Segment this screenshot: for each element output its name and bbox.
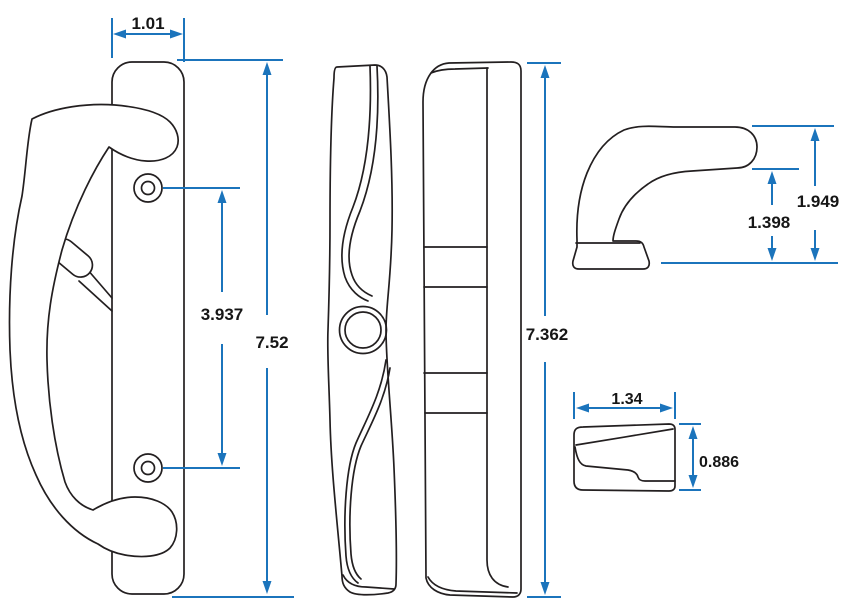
handle-profile-outline xyxy=(326,64,398,596)
pull-handle xyxy=(8,103,180,558)
lever-stem-line xyxy=(78,280,113,312)
dim-label-hole-spacing: 3.937 xyxy=(201,305,244,324)
dim-latch-width: 1.34 xyxy=(573,391,676,419)
backplate-face-edge-bottom xyxy=(427,576,518,594)
profile-contour-line xyxy=(341,65,372,302)
dim-exterior-handle-height: 1.949 xyxy=(661,125,840,264)
arrowhead-down-icon xyxy=(688,475,698,488)
dim-label-exterior-handle-height: 1.949 xyxy=(797,192,840,211)
profile-contour-line xyxy=(349,367,391,580)
dimensions: 1.01 7.52 3.937 xyxy=(111,14,840,598)
arrowhead-up-icon xyxy=(540,65,550,78)
arrowhead-up-icon xyxy=(262,62,272,75)
arrowhead-right-icon xyxy=(170,29,183,39)
spindle-hole-outer xyxy=(338,305,388,355)
dim-plate-height: 7.52 xyxy=(172,59,294,598)
backplate xyxy=(111,61,185,595)
dim-plate-width: 1.01 xyxy=(111,14,185,62)
dim-latch-height: 0.886 xyxy=(679,423,739,491)
arrowhead-right-icon xyxy=(660,403,673,413)
arrowhead-up-icon xyxy=(767,171,777,184)
backplate-profile-view xyxy=(422,61,522,598)
front-view xyxy=(8,61,185,595)
backplate-profile-outline xyxy=(422,61,522,598)
dim-profile-height: 7.362 xyxy=(526,62,569,598)
dim-label-profile-height: 7.362 xyxy=(526,325,569,344)
arrowhead-down-icon xyxy=(767,248,777,261)
profile-foot-line xyxy=(342,574,395,590)
screw-hole-bottom-inner xyxy=(140,460,156,476)
profile-contour-line xyxy=(344,359,387,584)
backplate-face-edge-top xyxy=(430,67,489,74)
exterior-handle-outline xyxy=(571,125,758,270)
arrowhead-down-icon xyxy=(217,453,227,466)
arrowhead-down-icon xyxy=(262,581,272,594)
screw-hole-top-inner xyxy=(140,180,156,196)
arrowhead-left-icon xyxy=(113,29,126,39)
arrowhead-up-icon xyxy=(217,190,227,203)
profile-contour-line xyxy=(348,65,379,297)
dim-label-plate-width: 1.01 xyxy=(131,14,164,33)
exterior-handle-view xyxy=(571,125,758,270)
lever-stem-line xyxy=(86,268,113,299)
spindle-hole-inner xyxy=(344,311,382,349)
latch-outline xyxy=(573,423,676,492)
latch-step-line xyxy=(574,446,676,482)
screw-hole-bottom xyxy=(133,453,163,483)
arrowhead-left-icon xyxy=(576,403,589,413)
dim-label-latch-height: 0.886 xyxy=(699,454,739,471)
arrowhead-down-icon xyxy=(810,248,820,261)
handle-profile-view xyxy=(326,64,398,596)
arrowhead-up-icon xyxy=(688,426,698,439)
latch-wedge-line xyxy=(575,428,674,446)
dim-label-grip-height: 1.398 xyxy=(748,213,791,232)
dim-grip-height: 1.398 xyxy=(748,168,799,261)
thumb-latch-view xyxy=(573,423,676,492)
screw-hole-top xyxy=(133,173,163,203)
dim-label-plate-height: 7.52 xyxy=(255,333,288,352)
arrowhead-up-icon xyxy=(810,128,820,141)
arrowhead-down-icon xyxy=(540,582,550,595)
dim-label-latch-width: 1.34 xyxy=(611,391,642,408)
dim-hole-spacing: 3.937 xyxy=(163,187,244,469)
backplate-face-edge xyxy=(486,67,509,588)
